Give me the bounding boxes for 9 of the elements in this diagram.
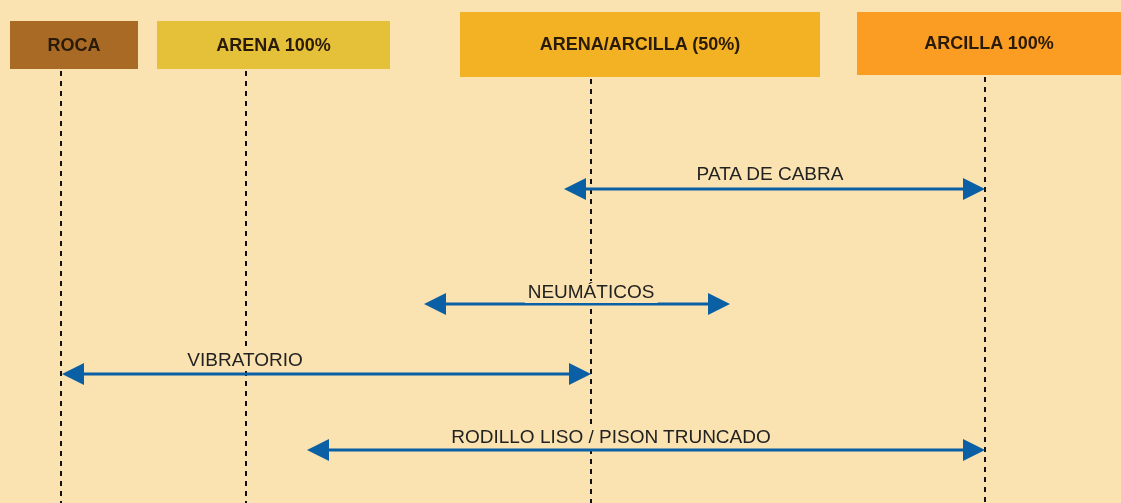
soil-type-label: ARCILLA 100%: [924, 33, 1054, 54]
soil-type-box: [157, 21, 390, 69]
compactor-label: NEUMÁTICOS: [524, 281, 658, 303]
soil-type-box: [460, 12, 820, 77]
soil-type-label: ARENA 100%: [216, 34, 331, 56]
soil-type-label: ROCA: [47, 34, 101, 56]
soil-type-label: ARENA/ARCILLA (50%): [539, 34, 741, 55]
soil-type-box: [10, 21, 138, 69]
soil-type-box: [857, 12, 1121, 75]
